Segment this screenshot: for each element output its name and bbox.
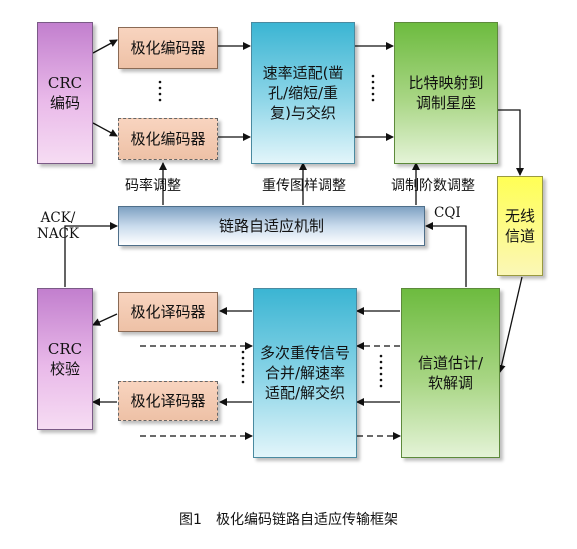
modulation-order-adjust-label: 调制阶数调整 — [391, 178, 475, 194]
rate-matching-label: 速率适配(凿 孔/缩短/重 复)与交织 — [262, 63, 344, 123]
wireless-channel-label: 无线 信道 — [504, 206, 535, 245]
polar-encoder-1-label: 极化编码器 — [130, 38, 206, 57]
crc-check-block: CRC 校验 — [37, 288, 93, 430]
crc-check-label: CRC 校验 — [47, 339, 83, 378]
crc-encode-label: CRC 编码 — [47, 73, 83, 112]
channel-estimation-block: 信道估计/ 软解调 — [401, 288, 500, 458]
cqi-label: CQI — [434, 205, 461, 221]
polar-decoder-1: 极化译码器 — [118, 292, 218, 332]
link-adaptation-label: 链路自适应机制 — [218, 216, 324, 235]
wireless-channel-block: 无线 信道 — [497, 176, 543, 276]
harq-combine-block: 多次重传信号 合并/解速率 适配/解交织 — [253, 288, 357, 458]
polar-encoder-2-label: 极化编码器 — [130, 129, 206, 148]
channel-estimation-label: 信道估计/ 软解调 — [417, 353, 484, 392]
polar-decoder-2: 极化译码器 — [118, 381, 218, 421]
rate-matching-block: 速率适配(凿 孔/缩短/重 复)与交织 — [251, 22, 355, 164]
code-rate-adjust-label: 码率调整 — [125, 178, 181, 194]
figure-caption: 图1 极化编码链路自适应传输框架 — [179, 512, 398, 528]
bit-mapping-label: 比特映射到 调制星座 — [408, 73, 484, 112]
polar-decoder-1-label: 极化译码器 — [130, 302, 206, 321]
harq-combine-label: 多次重传信号 合并/解速率 适配/解交织 — [259, 343, 350, 403]
polar-encoder-2: 极化编码器 — [118, 118, 218, 160]
link-adaptation-bar: 链路自适应机制 — [118, 206, 425, 246]
ack-nack-label: ACK/ NACK — [37, 210, 79, 243]
polar-decoder-2-label: 极化译码器 — [130, 391, 206, 410]
retrans-pattern-adjust-label: 重传图样调整 — [262, 178, 346, 194]
polar-encoder-1: 极化编码器 — [118, 27, 218, 69]
bit-mapping-block: 比特映射到 调制星座 — [394, 22, 498, 164]
crc-encode-block: CRC 编码 — [37, 22, 93, 164]
